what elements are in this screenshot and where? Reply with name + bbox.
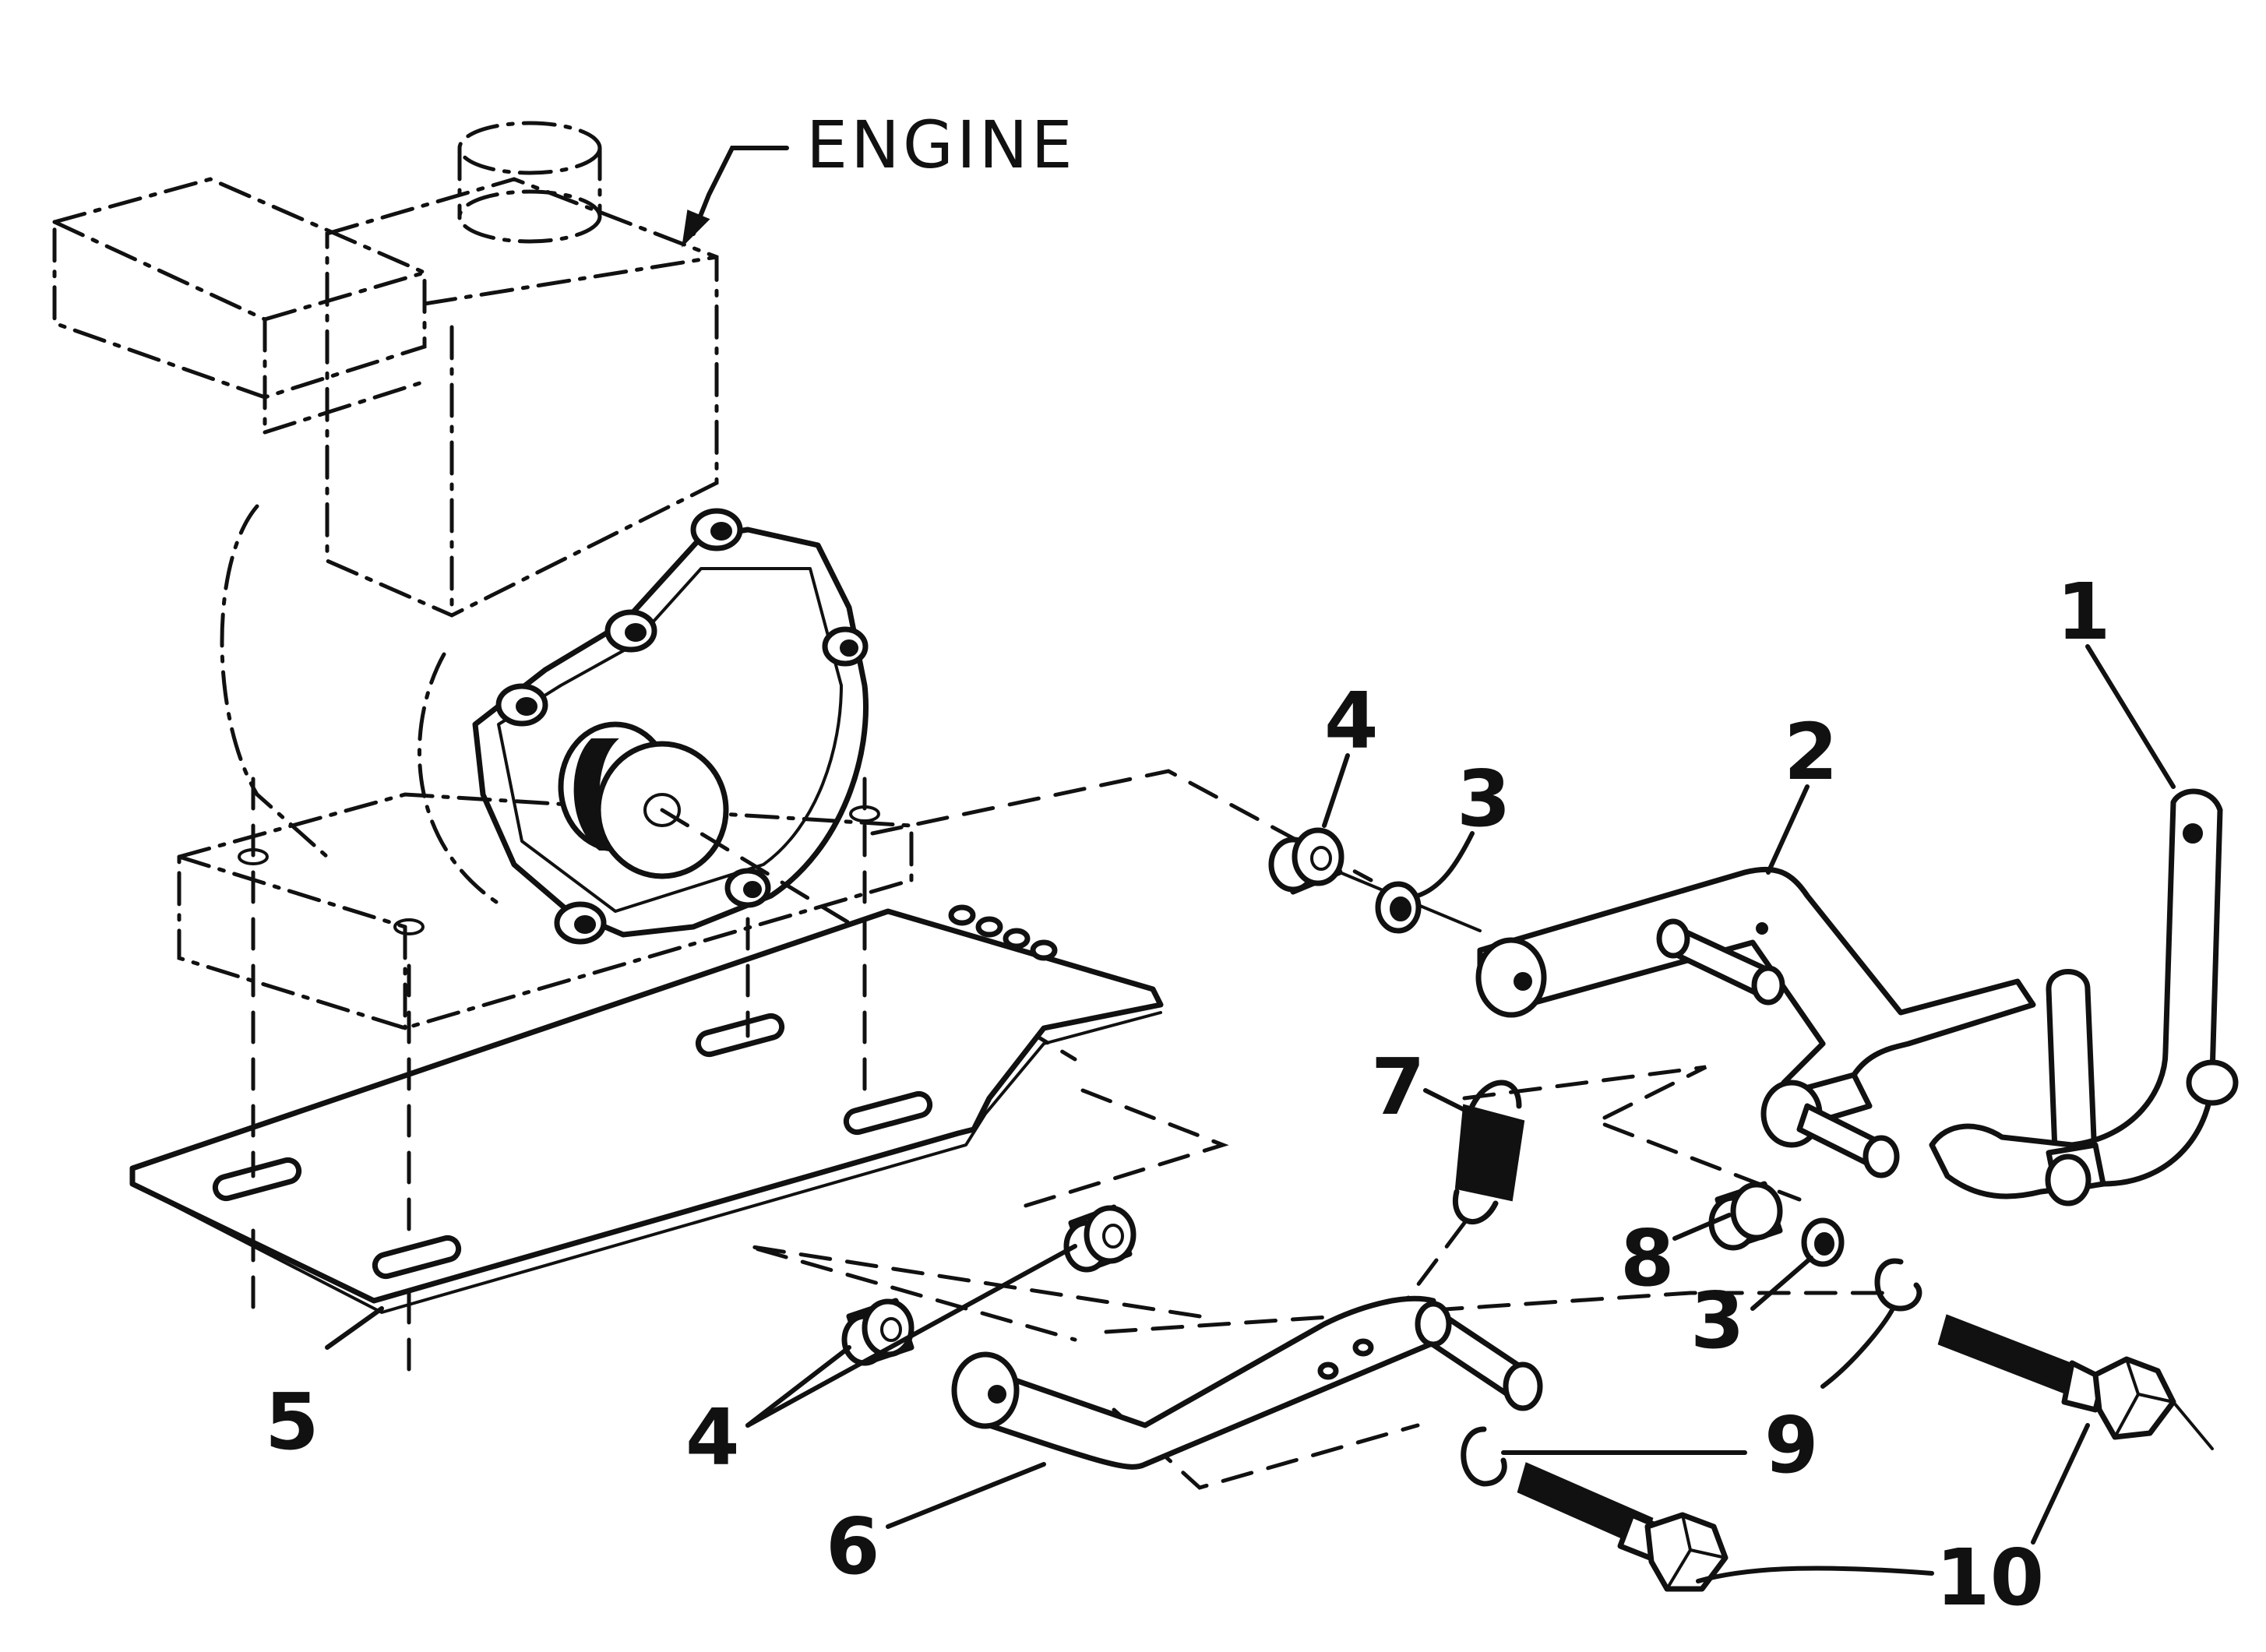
callout-1: 1 [2056,566,2111,657]
washer-right [1801,1217,1845,1267]
bolt-right [1937,1314,2214,1450]
e-ring-lower [1461,1426,1507,1487]
leader-lines [325,146,2176,1583]
spacer-lower-2 [841,1298,915,1366]
spacer-right [1708,1181,1783,1251]
callout-7: 7 [1371,1041,1426,1132]
callout-3-right: 3 [1690,1275,1745,1366]
callout-6: 6 [826,1501,880,1592]
callout-2: 2 [1784,706,1838,798]
e-ring-right [1874,1258,1922,1312]
engine-outline [52,121,914,1030]
callout-4-upper: 4 [1324,675,1379,766]
mounting-plate [129,904,1164,1314]
spacer-upper [1268,827,1344,895]
bracket [1929,788,2239,1206]
callout-10: 10 [1936,1532,2044,1623]
labels: ENGINE 1 2 4 3 7 8 3 9 5 4 6 10 [265,107,2111,1623]
alignment-lines [251,769,1895,1490]
lower-lever [951,1295,1543,1470]
callout-4-lower: 4 [685,1392,740,1483]
callout-3-upper: 3 [1457,753,1511,844]
callout-8: 8 [1620,1213,1675,1304]
washer-upper [1375,881,1422,934]
spacer-lower-1 [1063,1204,1137,1273]
bolt-lower [1517,1462,1729,1592]
callout-9-right: 9 [1764,1400,1819,1491]
spring [1369,1080,1525,1350]
engine-side-cover [472,508,869,945]
engine-label: ENGINE [806,107,1076,183]
upper-lever [1475,866,2099,1195]
callout-5: 5 [265,1376,319,1467]
